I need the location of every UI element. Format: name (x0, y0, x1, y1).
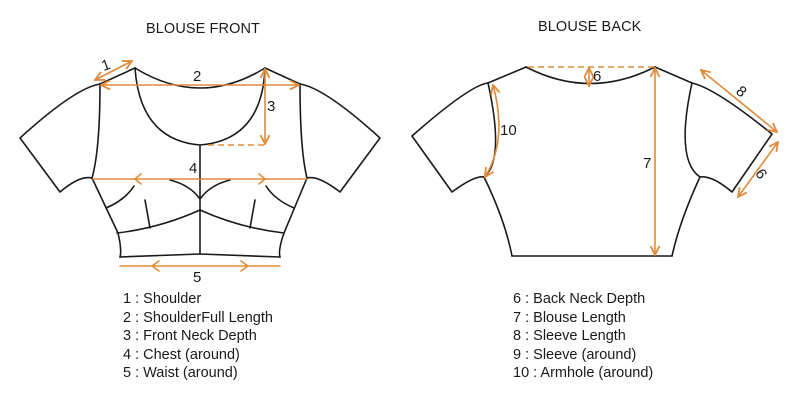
front-left-sleeve (19, 83, 101, 193)
legend-item-blouse-length: 7 : Blouse Length (513, 309, 626, 326)
legend-item-sleeve-around: 9 : Sleeve (around) (513, 346, 637, 363)
label-5: 5 (193, 269, 201, 286)
legend-item-shoulder: 1 : Shoulder (123, 291, 202, 307)
legend-item-chest: 4 : Chest (around) (123, 346, 240, 363)
front-measurements: 1 2 3 4 5 (92, 56, 308, 286)
legend-item-shoulder-full-length: 2 : ShoulderFull Length (123, 309, 273, 326)
label-10: 10 (500, 122, 517, 139)
legend-item-waist: 5 : Waist (around) (123, 365, 238, 381)
label-1: 1 (99, 56, 113, 75)
measure-1-shoulder (95, 61, 132, 80)
label-7: 7 (643, 155, 651, 172)
blouse-back-title: BLOUSE BACK (538, 19, 642, 35)
measure-9-sleeve-around (738, 142, 778, 197)
label-3: 3 (267, 98, 275, 115)
legend-item-armhole: 10 : Armhole (around) (513, 365, 654, 381)
label-4: 4 (189, 160, 197, 177)
blouse-back-drawing (411, 66, 773, 257)
blouse-front-drawing (19, 67, 381, 258)
label-2: 2 (193, 68, 201, 85)
blouse-front-title: BLOUSE FRONT (146, 21, 260, 37)
label-9: 9 (753, 165, 772, 182)
back-left-sleeve (411, 82, 489, 193)
back-measurements: 6 7 8 9 10 (485, 66, 778, 255)
legend-front: 1 : Shoulder 2 : ShoulderFull Length 3 :… (123, 290, 273, 383)
measure-10-armhole (485, 85, 499, 177)
legend-item-back-neck-depth: 6 : Back Neck Depth (513, 291, 646, 307)
front-right-sleeve (299, 83, 381, 193)
legend-back: 6 : Back Neck Depth 7 : Blouse Length 8 … (513, 290, 653, 383)
legend-item-sleeve-length: 8 : Sleeve Length (513, 328, 626, 344)
legend-item-front-neck-depth: 3 : Front Neck Depth (123, 328, 257, 344)
measure-8-sleeve-length (701, 70, 777, 132)
label-6: 6 (593, 68, 601, 85)
